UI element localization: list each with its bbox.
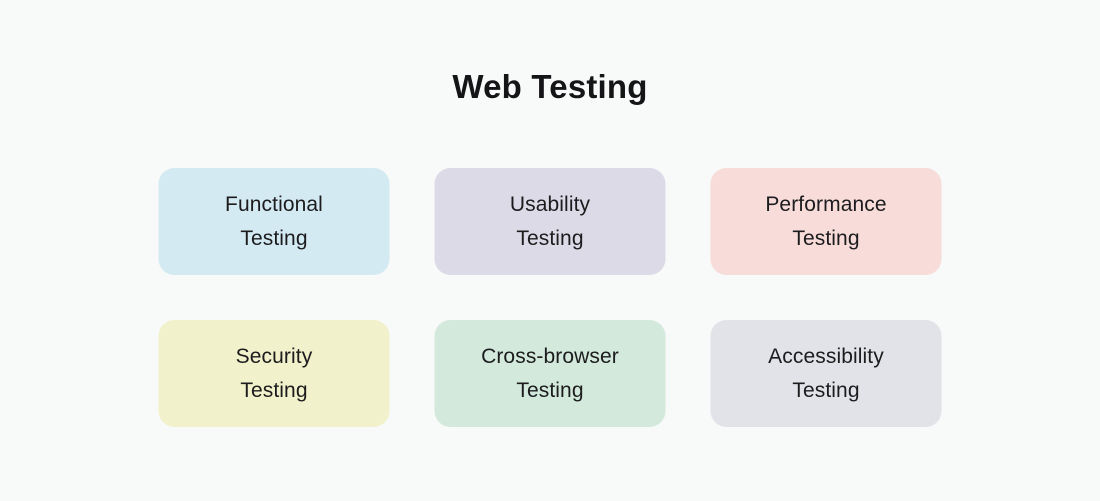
card-label-line2: Testing bbox=[240, 226, 308, 250]
card-label-line1: Functional bbox=[225, 192, 323, 216]
card-label-line1: Performance bbox=[765, 192, 887, 216]
card-security-testing: Security Testing bbox=[158, 320, 390, 427]
card-label-line1: Accessibility bbox=[768, 344, 884, 368]
card-accessibility-testing: Accessibility Testing bbox=[710, 320, 942, 427]
card-performance-testing: Performance Testing bbox=[710, 168, 942, 275]
card-label-line1: Cross-browser bbox=[481, 344, 619, 368]
card-functional-testing: Functional Testing bbox=[158, 168, 390, 275]
testing-types-grid: Functional Testing Usability Testing Per… bbox=[158, 168, 942, 427]
card-label-line1: Security bbox=[235, 344, 313, 368]
card-label-line1: Usability bbox=[509, 192, 591, 216]
card-usability-testing: Usability Testing bbox=[434, 168, 666, 275]
card-cross-browser-testing: Cross-browser Testing bbox=[434, 320, 666, 427]
card-label-line2: Testing bbox=[516, 378, 584, 402]
card-label-line2: Testing bbox=[240, 378, 308, 402]
card-label-line2: Testing bbox=[516, 226, 584, 250]
card-label-line2: Testing bbox=[792, 226, 860, 250]
page-title: Web Testing bbox=[452, 68, 648, 105]
card-label-line2: Testing bbox=[792, 378, 860, 402]
